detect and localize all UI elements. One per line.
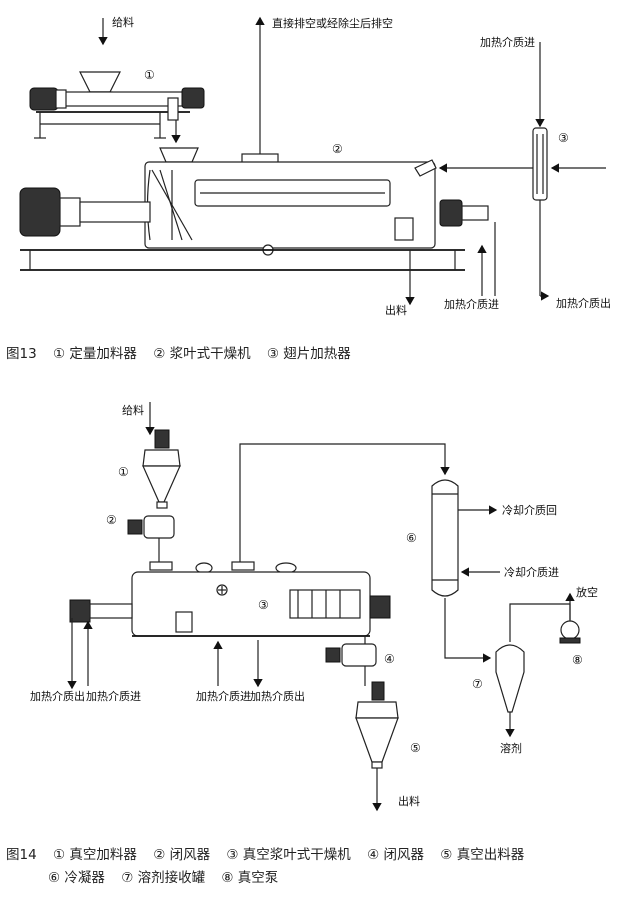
marker-2-14: ② — [106, 513, 117, 527]
label-cool-in: 冷却介质进 — [504, 566, 559, 579]
caption-14-item-5: ⑤ 真空出料器 — [440, 847, 525, 863]
marker-3: ③ — [558, 131, 569, 145]
marker-4-14: ④ — [384, 652, 395, 666]
vacuum-pump — [559, 592, 581, 644]
label-heat-in-bottom: 加热介质进 — [444, 298, 499, 311]
metering-feeder — [29, 71, 205, 139]
caption-14-item-2: ② 闭风器 — [153, 847, 211, 863]
marker-3-14: ③ — [258, 598, 269, 612]
caption-14-item-8: ⑧ 真空泵 — [221, 870, 279, 886]
caption-14-item-4: ④ 闭风器 — [367, 847, 424, 863]
label-heat-out-left: 加热介质出 — [30, 689, 85, 703]
label-heat-in-mid: 加热介质进 — [196, 690, 251, 703]
caption-14-fig: 图14 — [6, 847, 37, 863]
label-heat-out-mid: 加热介质出 — [250, 689, 305, 703]
caption-14-item-1: ① 真空加料器 — [52, 847, 137, 863]
caption-13-item-3: ③ 翅片加热器 — [266, 346, 351, 362]
figure-14-caption-line-2: ⑥ 冷凝器 ⑦ 溶剂接收罐 ⑧ 真空泵 — [48, 866, 290, 886]
label-heat-in-top: 加热介质进 — [480, 36, 535, 49]
rotary-valve-top — [127, 515, 175, 562]
vacuum-discharger — [355, 681, 399, 769]
vacuum-paddle-dryer — [69, 561, 391, 637]
figure-14-svg: 给料 ① ② ③ 加热介质出 — [30, 402, 598, 812]
vapor-pipe — [239, 443, 450, 562]
caption-14-item-6: ⑥ 冷凝器 — [48, 870, 105, 886]
figure-14-caption-line-1: 图14 ① 真空加料器 ② 闭风器 ③ 真空浆叶式干燥机 ④ 闭风器 ⑤ 真空出… — [6, 843, 536, 863]
label-discharge: 出料 — [385, 303, 407, 317]
label-exhaust: 直接排空或经除尘后排空 — [272, 16, 393, 30]
caption-14-item-7: ⑦ 溶剂接收罐 — [121, 870, 206, 886]
label-feed-14: 给料 — [122, 403, 144, 417]
label-heat-out: 加热介质出 — [556, 296, 611, 310]
paddle-dryer — [19, 147, 489, 271]
solvent-receiver — [495, 603, 571, 738]
label-vent: 放空 — [576, 585, 598, 599]
marker-5-14: ⑤ — [410, 741, 421, 755]
caption-13-item-1: ① 定量加料器 — [52, 346, 137, 362]
label-solvent: 溶剂 — [500, 741, 522, 755]
label-cool-return: 冷却介质回 — [502, 504, 557, 517]
marker-1-14: ① — [118, 465, 129, 479]
caption-13-fig: 图13 — [6, 346, 37, 362]
condenser — [431, 479, 500, 663]
marker-1: ① — [144, 68, 155, 82]
marker-7-14: ⑦ — [472, 677, 483, 691]
figure-13-caption: 图13 ① 定量加料器 ② 浆叶式干燥机 ③ 翅片加热器 — [6, 342, 363, 362]
marker-8-14: ⑧ — [572, 653, 583, 667]
marker-2: ② — [332, 142, 343, 156]
marker-6-14: ⑥ — [406, 531, 417, 545]
vacuum-feeder — [142, 429, 181, 509]
caption-13-item-2: ② 浆叶式干燥机 — [153, 346, 251, 362]
figure-13-svg: 给料 直接排空或经除尘后排空 ① — [19, 15, 611, 317]
caption-14-item-3: ③ 真空浆叶式干燥机 — [226, 847, 351, 863]
rotary-valve-bottom — [325, 636, 377, 686]
label-discharge-14: 出料 — [398, 794, 420, 808]
label-feed: 给料 — [112, 15, 134, 29]
fin-heater — [438, 42, 606, 301]
figure-13-diagram: 给料 直接排空或经除尘后排空 ① — [0, 0, 633, 335]
figure-14-diagram: 给料 ① ② ③ 加热介质出 — [0, 390, 633, 830]
label-heat-in-left: 加热介质进 — [86, 690, 141, 703]
